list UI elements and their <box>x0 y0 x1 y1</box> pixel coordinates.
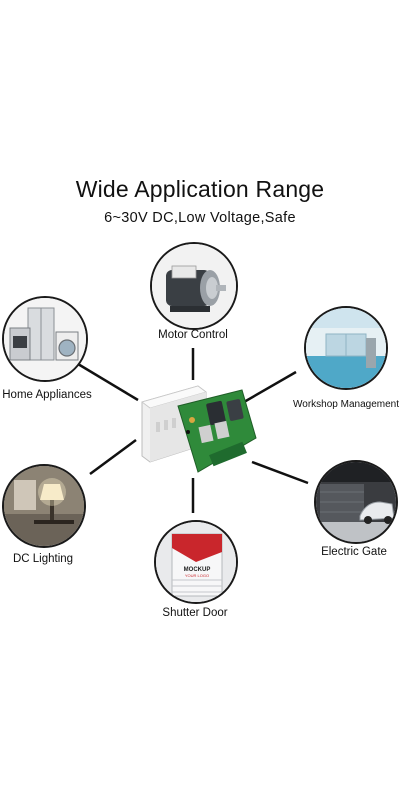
label-motor: Motor Control <box>158 329 228 341</box>
gate-image <box>314 460 398 544</box>
connector-home <box>77 362 139 402</box>
page-title: Wide Application Range <box>75 176 325 202</box>
connector-lighting <box>89 438 137 476</box>
home-appliances-image <box>2 296 88 382</box>
label-lighting: DC Lighting <box>12 553 74 565</box>
appliances-icon <box>4 298 86 380</box>
lighting-image <box>2 464 86 548</box>
lamp-icon <box>4 466 84 546</box>
label-workshop: Workshop Management <box>293 399 399 410</box>
label-gate: Electric Gate <box>321 546 387 558</box>
connector-workshop <box>243 370 297 404</box>
workshop-icon <box>306 308 386 388</box>
label-shutter: Shutter Door <box>162 607 228 619</box>
motor-icon <box>152 244 236 328</box>
relay-module <box>141 385 257 473</box>
gate-icon <box>316 462 396 542</box>
connector-gate <box>251 460 309 485</box>
workshop-image <box>304 306 388 390</box>
shutter-sign-title: MOCKUP <box>184 567 211 573</box>
shutter-sign-subtitle: YOUR LOGO <box>185 573 209 578</box>
label-home: Home Appliances <box>2 389 92 401</box>
motor-image <box>150 242 238 330</box>
shutter-door-icon: MOCKUP YOUR LOGO <box>156 522 236 602</box>
page-subtitle: 6~30V DC,Low Voltage,Safe <box>104 210 296 226</box>
shutter-door-image: MOCKUP YOUR LOGO <box>154 520 238 604</box>
